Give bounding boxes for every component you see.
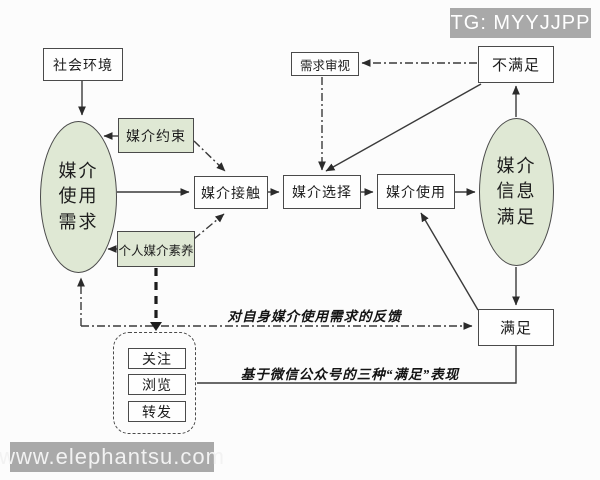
conn-constraint-to-contact-arrow	[193, 140, 226, 172]
annotation-feedback: 对自身媒介使用需求的反馈	[227, 309, 402, 324]
node-need-review: 需求审视	[291, 52, 359, 76]
node-media-info-satisfaction: 媒介 信息 满足	[479, 118, 554, 266]
annotation-satisfaction-basis: 基于微信公众号的三种“满足”表现	[240, 367, 460, 382]
watermark-telegram: TG: MYYJJPP	[450, 8, 591, 38]
media-use-need-line-3: 需求	[58, 211, 99, 232]
media-use-need-line-2: 使用	[58, 186, 99, 207]
node-behavior-follow: 关注	[128, 348, 186, 369]
node-media-constraint: 媒介约束	[118, 118, 194, 153]
media-info-satisfaction-line-1: 媒介	[496, 155, 537, 176]
node-social-environment: 社会环境	[43, 48, 123, 81]
node-behavior-browse: 浏览	[128, 374, 186, 395]
watermark-site: www.elephantsu.com	[0, 442, 224, 472]
node-unsatisfied: 不满足	[478, 46, 554, 83]
node-media-selection: 媒介选择	[283, 175, 361, 209]
node-media-contact: 媒介接触	[194, 176, 268, 209]
node-media-use-need: 媒介 使用 需求	[40, 121, 117, 273]
media-info-satisfaction-line-2: 信息	[496, 181, 537, 202]
media-use-need-line-1: 媒介	[58, 160, 99, 181]
node-personal-media-literacy: 个人媒介素养	[117, 231, 195, 267]
conn-satisfied-to-use-arrow	[420, 212, 479, 311]
conn-literacy-to-contact-arrow	[193, 213, 225, 240]
conn-literacy-to-behaviors-arrowhead	[150, 322, 162, 331]
behavior-group-frame	[113, 332, 196, 434]
conn-satisfied-to-behaviors-line	[197, 346, 517, 384]
node-satisfied: 满足	[478, 309, 554, 346]
media-info-satisfaction-line-3: 满足	[496, 206, 537, 227]
conn-unsatisfied-to-selection-arrow	[325, 83, 482, 172]
node-media-use: 媒介使用	[377, 174, 455, 209]
node-behavior-forward: 转发	[128, 401, 186, 422]
